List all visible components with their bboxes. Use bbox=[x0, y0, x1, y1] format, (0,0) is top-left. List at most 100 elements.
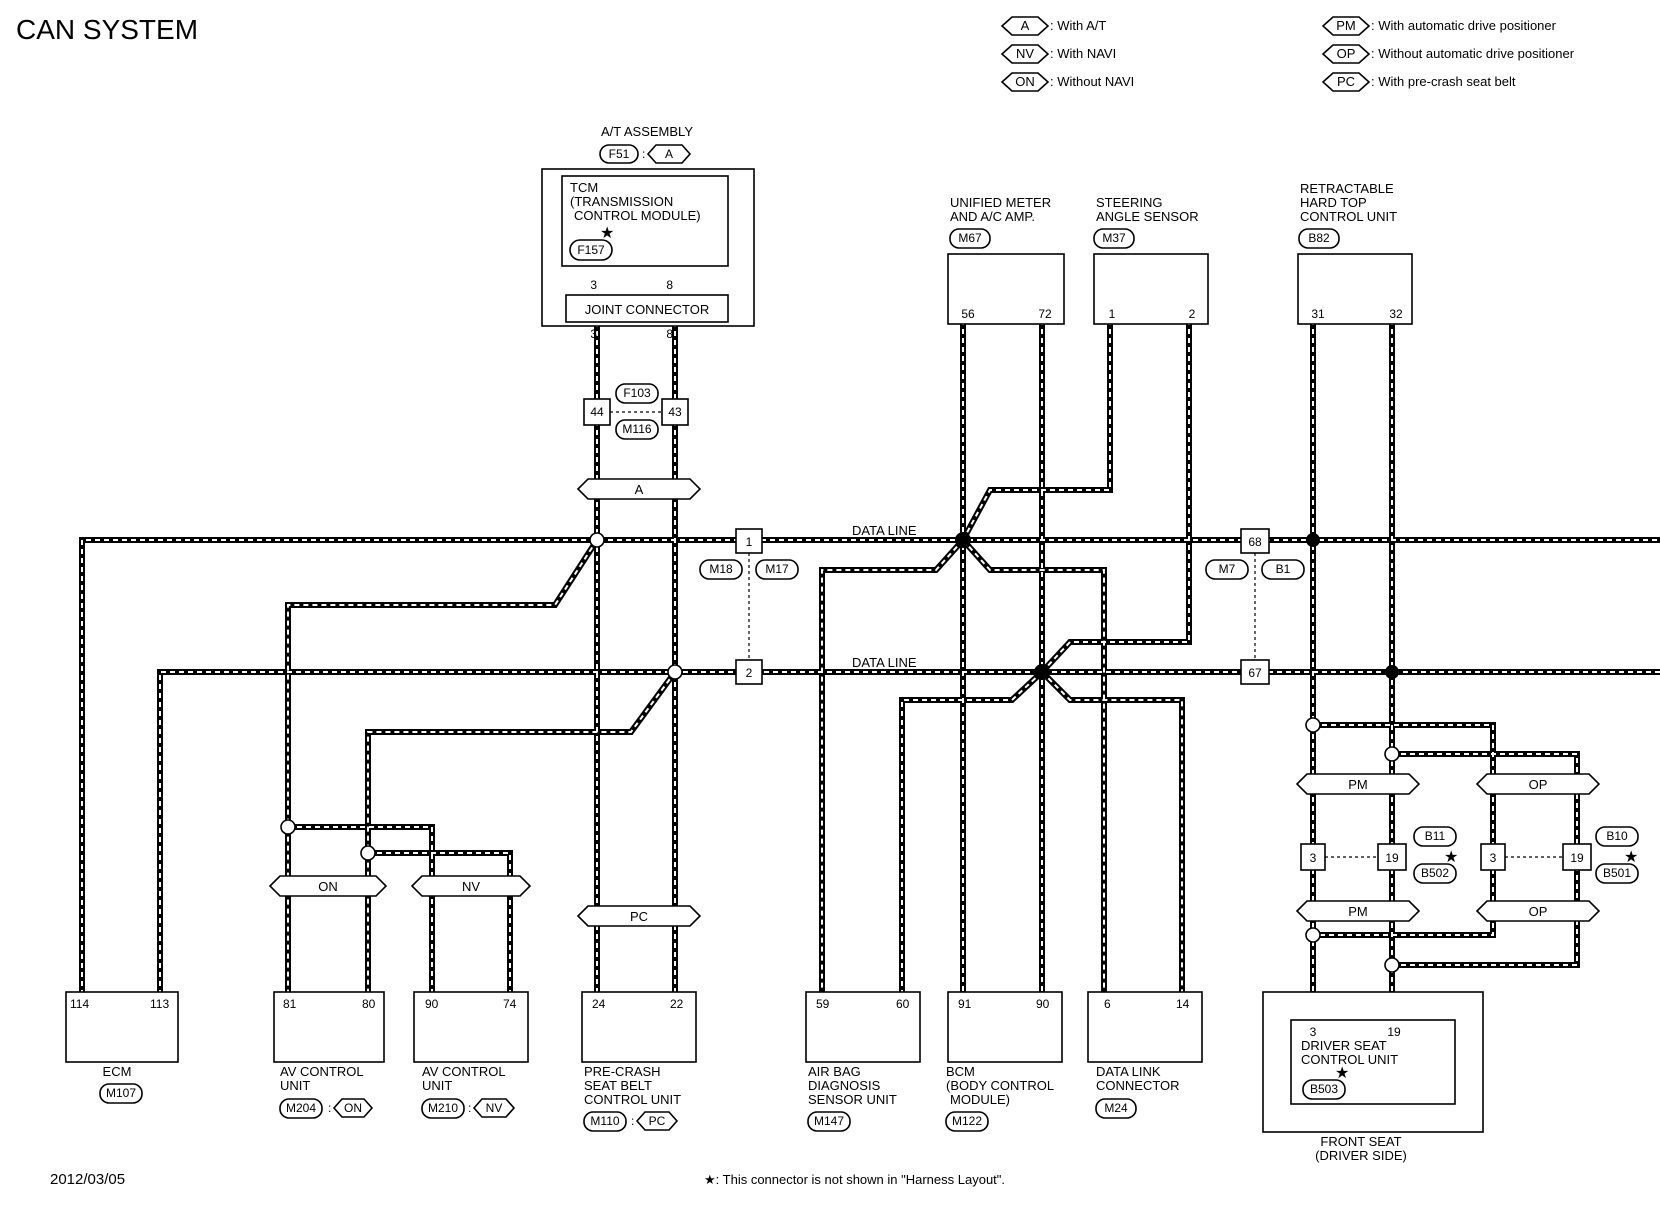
joint-connector bbox=[565, 294, 729, 323]
svg-text:44: 44 bbox=[590, 405, 604, 419]
pre-crash-seat-belt-unit: PRE-CRASH SEAT BELT CONTROL UNIT M110 : … bbox=[581, 991, 697, 1132]
can-wire-core-1 bbox=[159, 671, 1660, 995]
svg-text:M18: M18 bbox=[709, 562, 733, 576]
svg-text:JOINT CONNECTOR: JOINT CONNECTOR bbox=[585, 302, 709, 317]
data-line-label-upper: DATA LINE bbox=[852, 523, 917, 538]
legend: A : With A/T NV : With NAVI ON : Without… bbox=[1000, 16, 1575, 92]
svg-text:19: 19 bbox=[1387, 1025, 1401, 1039]
svg-text:32: 32 bbox=[1389, 307, 1403, 321]
svg-text:114: 114 bbox=[70, 997, 89, 1011]
legend-item-pm: PM : With automatic drive positioner bbox=[1321, 16, 1557, 36]
svg-text:3: 3 bbox=[1310, 851, 1317, 865]
svg-text:80: 80 bbox=[362, 997, 376, 1011]
can-wire-core-4 bbox=[287, 539, 598, 995]
legend-item-nv: NV : With NAVI bbox=[1000, 44, 1116, 64]
svg-text:M37: M37 bbox=[1102, 231, 1126, 245]
can-wire-core-14 bbox=[962, 539, 1105, 995]
svg-text:F103: F103 bbox=[623, 386, 651, 400]
can-wire-core-13 bbox=[901, 671, 1043, 995]
can-wire-14 bbox=[960, 537, 1107, 995]
svg-text:ANGLE SENSOR: ANGLE SENSOR bbox=[1096, 209, 1199, 224]
svg-text:BCM: BCM bbox=[946, 1064, 975, 1079]
steering-angle-sensor: STEERING ANGLE SENSOR M37 bbox=[1093, 195, 1209, 325]
legend-item-op: OP : Without automatic drive positioner bbox=[1321, 44, 1575, 64]
svg-text:31: 31 bbox=[1311, 307, 1325, 321]
svg-text:19: 19 bbox=[1570, 851, 1584, 865]
harness-a: A bbox=[576, 478, 702, 500]
splice-points bbox=[280, 532, 1400, 973]
svg-text:UNIT: UNIT bbox=[422, 1078, 452, 1093]
svg-text:: Without automatic drive posi: : Without automatic drive positioner bbox=[1371, 46, 1575, 61]
svg-text:CONTROL UNIT: CONTROL UNIT bbox=[584, 1092, 681, 1107]
page-title: CAN SYSTEM bbox=[16, 14, 198, 45]
svg-text:22: 22 bbox=[670, 997, 684, 1011]
svg-text:PC: PC bbox=[649, 1114, 666, 1128]
svg-text:B1: B1 bbox=[1276, 562, 1291, 576]
svg-text:RETRACTABLE: RETRACTABLE bbox=[1300, 181, 1394, 196]
svg-text:81: 81 bbox=[283, 997, 297, 1011]
can-wires bbox=[79, 295, 1660, 1020]
can-wire-core-5 bbox=[367, 671, 676, 995]
svg-text:PM: PM bbox=[1336, 18, 1356, 33]
connector-f157 bbox=[569, 239, 613, 261]
svg-text:★: ★ bbox=[600, 225, 614, 242]
svg-text::: : bbox=[468, 1101, 471, 1115]
can-wire-0 bbox=[79, 537, 1660, 995]
svg-text:PM: PM bbox=[1348, 904, 1368, 919]
av-control-unit-1: AV CONTROL UNIT M204 : ON bbox=[273, 991, 385, 1119]
svg-text:B503: B503 bbox=[1310, 1082, 1338, 1096]
svg-text:M110: M110 bbox=[590, 1114, 619, 1128]
svg-text:B501: B501 bbox=[1603, 866, 1631, 880]
av-control-unit-2: AV CONTROL UNIT M210 : NV bbox=[413, 991, 529, 1119]
svg-text:CONNECTOR: CONNECTOR bbox=[1096, 1078, 1180, 1093]
svg-text:DATA LINK: DATA LINK bbox=[1096, 1064, 1161, 1079]
harness-pc: PC bbox=[576, 905, 702, 927]
svg-text:F157: F157 bbox=[577, 243, 605, 257]
ecm: ECM M107 bbox=[65, 991, 179, 1104]
svg-text:A: A bbox=[635, 482, 644, 497]
footnote: ★: This connector is not shown in "Harne… bbox=[704, 1172, 1005, 1187]
svg-text:UNIFIED METER: UNIFIED METER bbox=[950, 195, 1051, 210]
svg-text:ON: ON bbox=[318, 879, 338, 894]
svg-text:3: 3 bbox=[590, 327, 597, 341]
svg-text:: With NAVI: : With NAVI bbox=[1050, 46, 1116, 61]
svg-text:F51: F51 bbox=[609, 147, 630, 161]
can-wire-core-11 bbox=[1041, 320, 1190, 673]
relay-f103-m116: 44 43 F103 M116 bbox=[583, 383, 689, 440]
svg-text:A: A bbox=[1021, 18, 1030, 33]
svg-text:MODULE): MODULE) bbox=[950, 1092, 1010, 1107]
can-wire-core-18 bbox=[1313, 724, 1494, 936]
svg-text:19: 19 bbox=[1385, 851, 1399, 865]
svg-text:3: 3 bbox=[590, 278, 597, 292]
svg-text:67: 67 bbox=[1248, 666, 1262, 680]
can-wire-12 bbox=[819, 537, 966, 995]
unified-meter: UNIFIED METER AND A/C AMP. M67 bbox=[947, 195, 1065, 325]
svg-text:B10: B10 bbox=[1606, 829, 1628, 843]
svg-text:M67: M67 bbox=[958, 231, 982, 245]
can-wire-core-10 bbox=[962, 320, 1111, 541]
svg-text:PC: PC bbox=[630, 909, 648, 924]
svg-text:M24: M24 bbox=[1104, 1101, 1128, 1115]
data-line-label-lower: DATA LINE bbox=[852, 655, 917, 670]
svg-text:113: 113 bbox=[150, 997, 169, 1011]
svg-text:NV: NV bbox=[1016, 46, 1034, 61]
svg-text:2: 2 bbox=[1189, 307, 1196, 321]
svg-text:24: 24 bbox=[592, 997, 606, 1011]
at-assembly: A/T ASSEMBLY F51 : A TCM (TRANSMISSION C… bbox=[541, 124, 755, 327]
can-wire-13 bbox=[899, 669, 1045, 995]
svg-text:8: 8 bbox=[666, 278, 673, 292]
can-wire-core-7 bbox=[368, 852, 511, 995]
svg-text:: With automatic drive positio: : With automatic drive positioner bbox=[1371, 18, 1557, 33]
svg-text:74: 74 bbox=[503, 997, 517, 1011]
svg-text:OP: OP bbox=[1529, 777, 1548, 792]
svg-text:NV: NV bbox=[486, 1101, 503, 1115]
legend-item-pc: PC : With pre-crash seat belt bbox=[1321, 72, 1516, 92]
svg-text:59: 59 bbox=[816, 997, 830, 1011]
svg-text:(BODY CONTROL: (BODY CONTROL bbox=[946, 1078, 1054, 1093]
data-link-connector: DATA LINK CONNECTOR M24 bbox=[1087, 991, 1203, 1119]
svg-text::: : bbox=[642, 147, 645, 161]
svg-text:CONTROL UNIT: CONTROL UNIT bbox=[1301, 1052, 1398, 1067]
harness-nv: NV bbox=[410, 875, 532, 897]
